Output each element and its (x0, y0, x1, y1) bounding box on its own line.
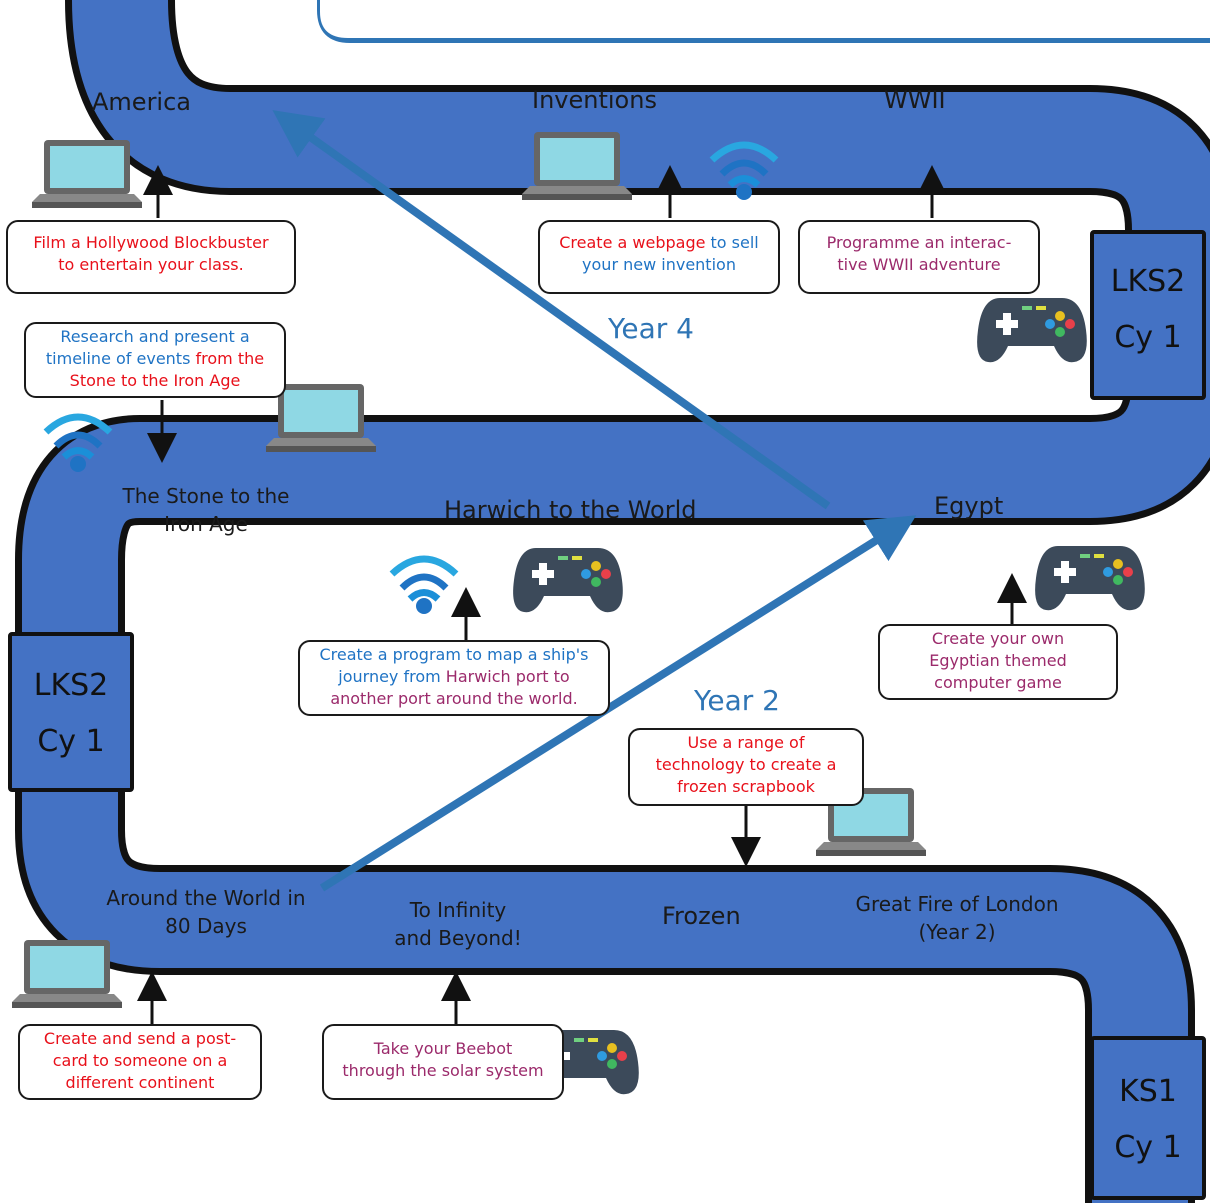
task-line: Create a program to map a ship's (319, 645, 589, 664)
task-text: to sell (705, 233, 759, 252)
topic-frozen: Frozen (662, 902, 741, 930)
topic-great-fire: Great Fire of London (Year 2) (836, 890, 1078, 946)
laptop-icon (32, 140, 142, 208)
task-line: Create your own (931, 629, 1065, 648)
topic-line: To Infinity (409, 898, 507, 922)
task-text: journey from (338, 667, 446, 686)
task-wwii-adventure: Programme an interac- tive WWII adventur… (798, 220, 1040, 294)
task-text: from the (190, 349, 265, 368)
topic-inventions: Inventions (532, 86, 657, 114)
year2-label: Year 2 (694, 684, 780, 717)
gamepad-icon (977, 298, 1087, 363)
stage-line: Cy 1 (1114, 1130, 1182, 1165)
topic-line: Great Fire of London (855, 892, 1059, 916)
task-frozen-scrapbook: Use a range of technology to create a fr… (628, 728, 864, 806)
stage-lks2-right: LKS2 Cy 1 (1090, 230, 1206, 400)
year4-arrow (272, 110, 831, 510)
task-line: card to someone on a (52, 1051, 228, 1070)
topic-line: The Stone to the (122, 484, 290, 508)
task-egypt-game: Create your own Egyptian themed computer… (878, 624, 1118, 700)
topic-infinity: To Infinity and Beyond! (380, 896, 536, 952)
task-ship-journey: Create a program to map a ship's journey… (298, 640, 610, 716)
task-line: to entertain your class. (58, 255, 244, 274)
task-line: through the solar system (342, 1061, 544, 1080)
task-line: Film a Hollywood Blockbuster (33, 233, 269, 252)
topic-line: and Beyond! (394, 926, 522, 950)
task-postcard: Create and send a post- card to someone … (18, 1024, 262, 1100)
gamepad-icon (513, 548, 623, 613)
stage-line: LKS2 (1110, 264, 1186, 299)
task-webpage: Create a webpage to sell your new invent… (538, 220, 780, 294)
task-line: technology to create a (655, 755, 837, 774)
task-line: timeline of events from the (34, 348, 276, 370)
task-line: Programme an interac- (826, 233, 1012, 252)
task-line: Create and send a post- (43, 1029, 237, 1048)
stage-line: KS1 (1119, 1074, 1177, 1109)
topic-line: 80 Days (165, 914, 247, 938)
task-text: Create a webpage (559, 233, 706, 252)
laptop-icon (12, 940, 122, 1008)
year4-label: Year 4 (608, 312, 694, 345)
topic-harwich: Harwich to the World (444, 496, 697, 524)
task-text: timeline of events (45, 349, 191, 368)
stage-line: Cy 1 (1114, 320, 1182, 355)
topic-egypt: Egypt (934, 492, 1004, 520)
topic-line: Around the World in (106, 886, 306, 910)
topic-line: (Year 2) (918, 920, 996, 944)
task-line: tive WWII adventure (837, 255, 1001, 274)
wifi-icon (392, 559, 456, 614)
task-line: Egyptian themed (929, 651, 1067, 670)
topic-around-world: Around the World in 80 Days (88, 884, 324, 940)
topic-line: Iron Age (164, 512, 248, 536)
laptop-icon (522, 132, 632, 200)
stage-ks1: KS1 Cy 1 (1090, 1036, 1206, 1200)
task-line: different continent (65, 1073, 215, 1092)
task-line: frozen scrapbook (677, 777, 815, 796)
task-line: journey from Harwich port to (308, 666, 600, 688)
topic-america: America (92, 88, 191, 116)
task-hollywood: Film a Hollywood Blockbuster to entertai… (6, 220, 296, 294)
task-line: computer game (934, 673, 1062, 692)
stage-line: Cy 1 (37, 724, 105, 759)
stage-lks2-left: LKS2 Cy 1 (8, 632, 134, 792)
task-text: Harwich port to (445, 667, 570, 686)
task-line: Create a webpage to sell (548, 232, 770, 254)
task-beebot: Take your Beebot through the solar syste… (322, 1024, 564, 1100)
task-line: Stone to the Iron Age (69, 371, 241, 390)
task-line: Research and present a (60, 327, 250, 346)
task-line: your new invention (582, 255, 736, 274)
gamepad-icon (1035, 546, 1145, 611)
stage-line: LKS2 (33, 668, 109, 703)
task-line: Use a range of (687, 733, 805, 752)
topic-wwii: WWII (884, 86, 946, 114)
topic-stone-iron-age: The Stone to the Iron Age (96, 482, 316, 538)
task-timeline: Research and present a timeline of event… (24, 322, 286, 398)
task-line: another port around the world. (330, 689, 578, 708)
task-line: Take your Beebot (373, 1039, 513, 1058)
